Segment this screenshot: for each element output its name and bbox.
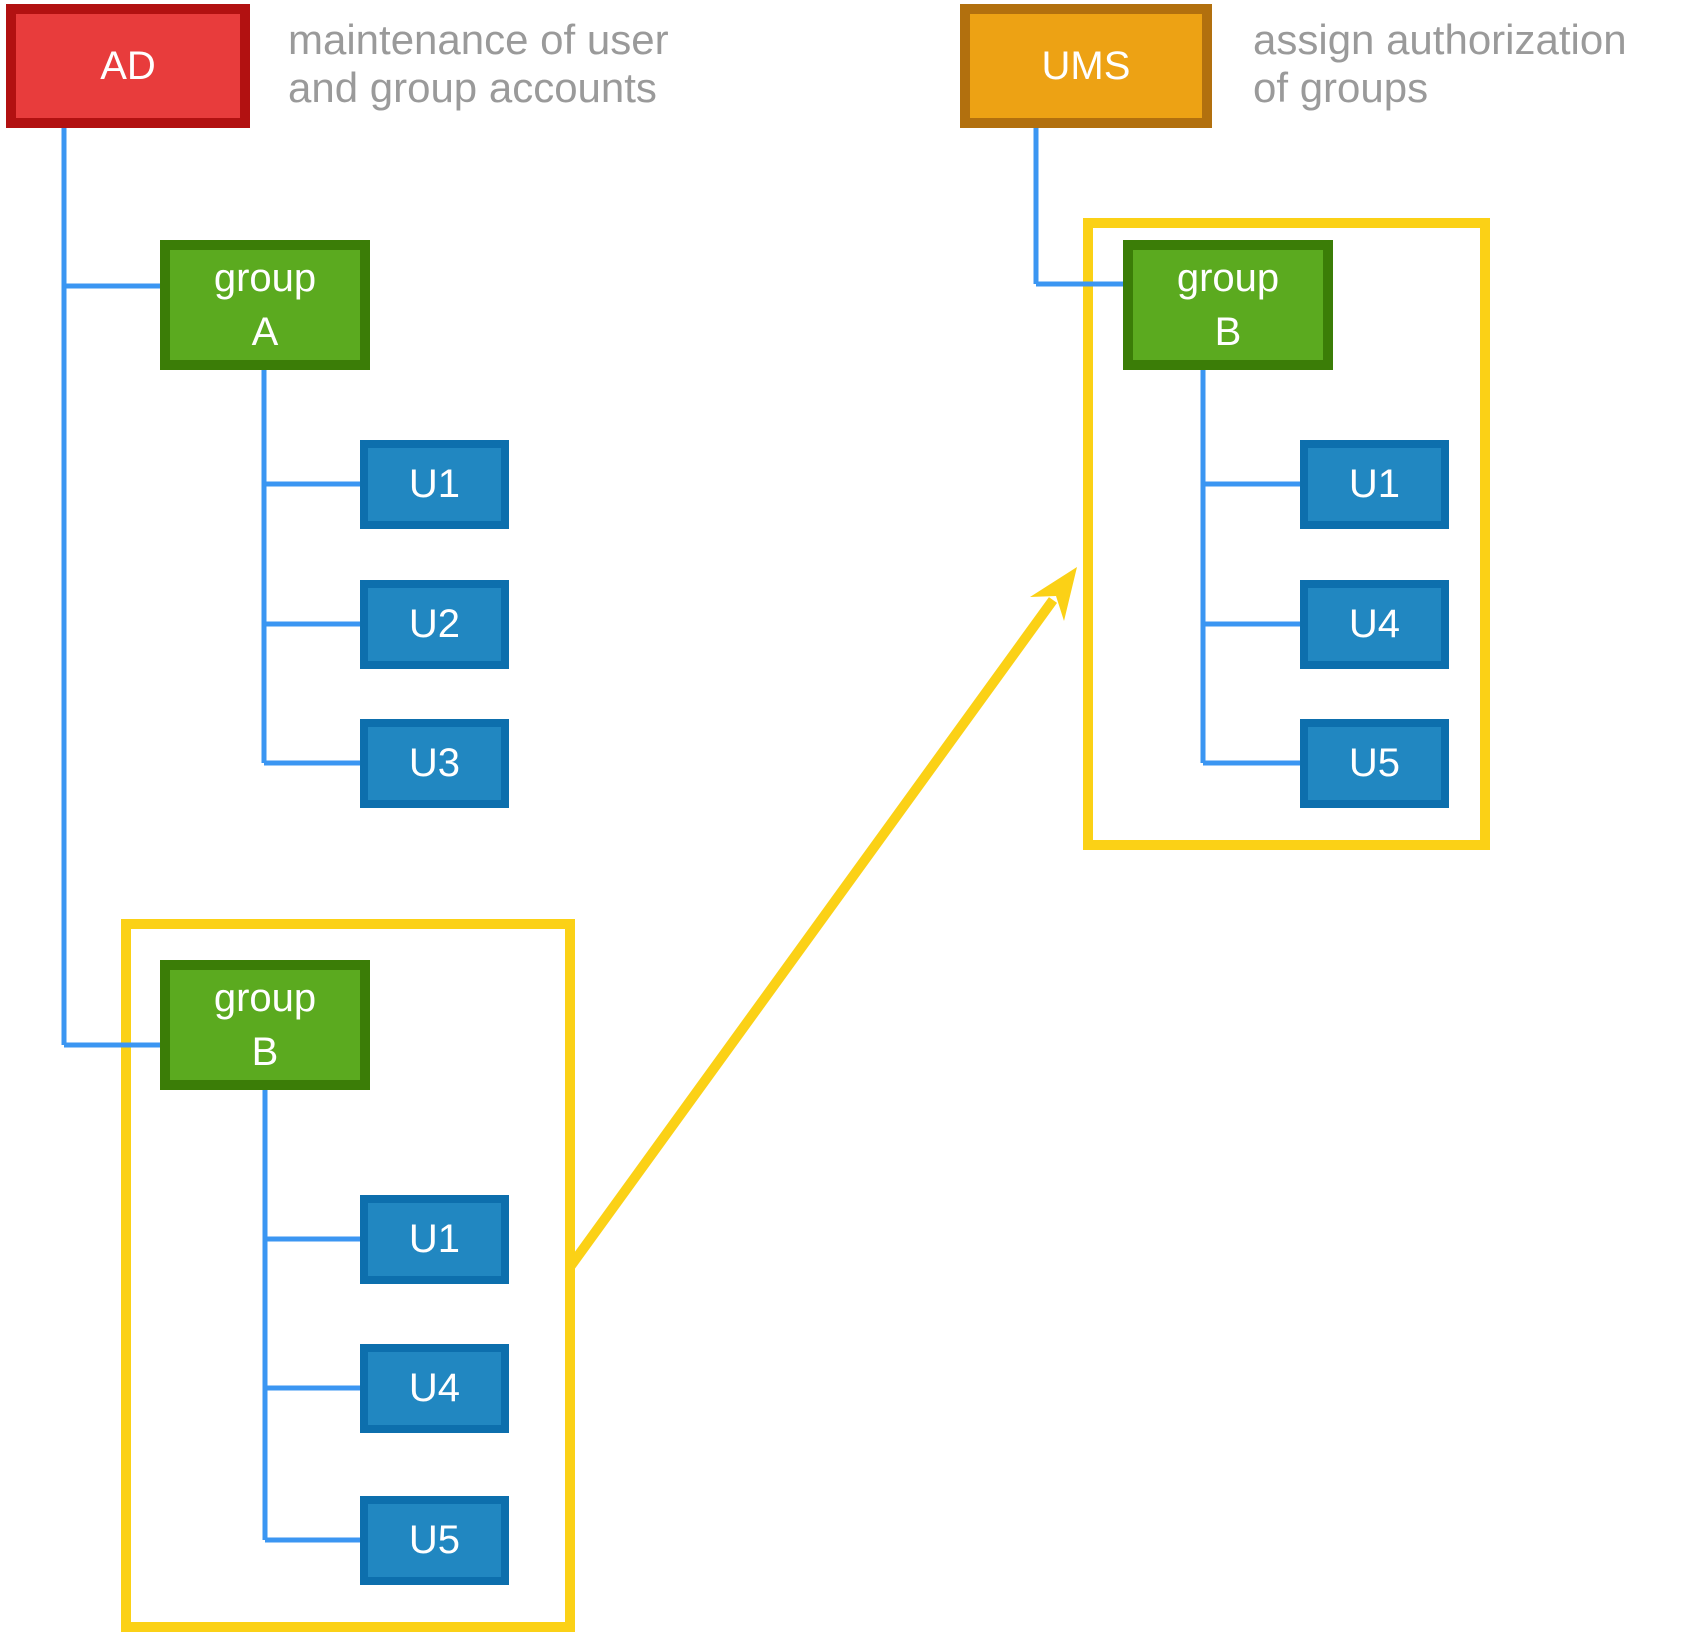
user-label: U1	[1348, 462, 1401, 506]
group-a-node-ad: group A	[160, 240, 370, 370]
ums-node-label: UMS	[1041, 43, 1131, 88]
group-b-node-ad: group B	[160, 960, 370, 1090]
group-a-label: group A	[213, 256, 317, 354]
group-b-highlight-frame-ums	[1083, 218, 1490, 850]
user-label: U2	[408, 602, 461, 646]
ums-node: UMS	[960, 4, 1212, 128]
user-node-u1-group-a: U1	[360, 440, 509, 529]
user-node-u3-group-a: U3	[360, 719, 509, 808]
user-node-u1-group-b-ad: U1	[360, 1195, 509, 1284]
user-node-u5-group-b-ums: U5	[1300, 719, 1449, 808]
user-label: U1	[408, 1217, 461, 1261]
group-b-node-ums: group B	[1123, 240, 1333, 370]
user-label: U5	[408, 1518, 461, 1562]
user-label: U4	[1348, 602, 1401, 646]
user-label: U3	[408, 741, 461, 785]
user-node-u1-group-b-ums: U1	[1300, 440, 1449, 529]
ums-connector-lines	[1033, 128, 1300, 766]
ums-note-label: assign authorization of groups	[1253, 16, 1627, 111]
user-label: U1	[408, 462, 461, 506]
ad-node: AD	[6, 4, 250, 128]
group-b-label: group B	[1176, 256, 1280, 354]
ad-node-label: AD	[100, 43, 156, 88]
group-b-highlight-frame-ad	[121, 919, 575, 1632]
user-label: U5	[1348, 741, 1401, 785]
ad-note-label: maintenance of user and group accounts	[288, 16, 669, 111]
user-label: U4	[408, 1366, 461, 1410]
user-node-u5-group-b-ad: U5	[360, 1496, 509, 1585]
user-node-u4-group-b-ums: U4	[1300, 580, 1449, 669]
user-node-u4-group-b-ad: U4	[360, 1344, 509, 1433]
group-b-label: group B	[213, 976, 317, 1074]
ad-connector-lines	[61, 128, 360, 1543]
user-node-u2-group-a: U2	[360, 580, 509, 669]
